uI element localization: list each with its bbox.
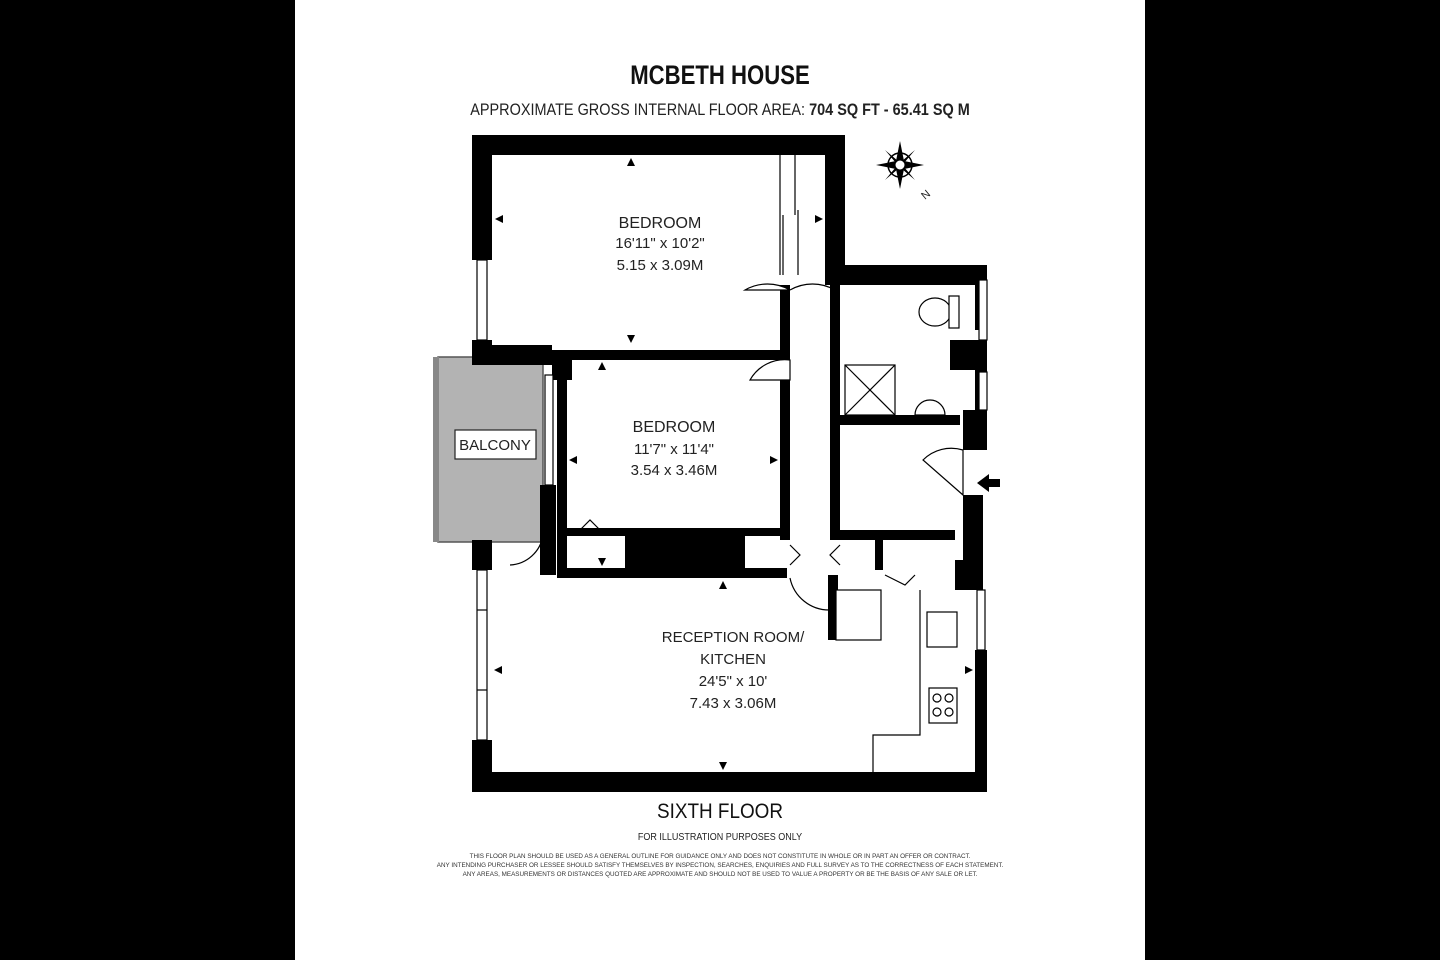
- floor-label: SIXTH FLOOR: [656, 800, 784, 823]
- property-title: MCBETH HOUSE: [630, 60, 810, 90]
- dimension-markers: [494, 158, 973, 770]
- kitchen-fixtures: [835, 589, 958, 772]
- bedroom-2-metric: 3.54 x 3.46M: [631, 462, 718, 479]
- compass-north-label: N: [919, 188, 933, 202]
- floor-area-label: APPROXIMATE GROSS INTERNAL FLOOR AREA:: [470, 100, 806, 119]
- floor-plan-drawing: BALCONY: [433, 135, 1000, 792]
- floor-area-sqft: 704 SQ FT: [809, 100, 880, 119]
- floor-area-separator: -: [883, 100, 889, 119]
- compass-rose-icon: [876, 141, 924, 189]
- windows: [476, 259, 988, 741]
- sink-icon: [926, 611, 958, 648]
- bedroom-1-imperial: 16'11" x 10'2": [615, 235, 705, 252]
- disclaimer-line-3: ANY AREAS, MEASUREMENTS OR DISTANCES QUO…: [462, 871, 978, 878]
- bedroom-1-metric: 5.15 x 3.09M: [617, 257, 704, 274]
- bedroom-1-name: BEDROOM: [619, 215, 702, 232]
- door-swings: [509, 283, 964, 611]
- bedroom-1-wardrobe: [779, 155, 799, 275]
- reception-imperial: 24'5" x 10': [699, 673, 768, 690]
- bedroom-2-imperial: 11'7" x 11'4": [634, 441, 714, 458]
- bedroom-2-name: BEDROOM: [633, 419, 716, 436]
- bathroom-fixtures: [844, 295, 960, 416]
- floor-area-sqm: 65.41 SQ M: [892, 100, 970, 119]
- floor-area-summary: APPROXIMATE GROSS INTERNAL FLOOR AREA: 7…: [359, 100, 1082, 120]
- illustration-note: FOR ILLUSTRATION PURPOSES ONLY: [637, 832, 803, 843]
- cistern-icon: [948, 295, 960, 329]
- basin-icon: [914, 399, 946, 416]
- room-labels: BEDROOM 16'11" x 10'2" 5.15 x 3.09M BEDR…: [615, 215, 805, 712]
- interior-walls: [557, 285, 960, 640]
- balcony-label: BALCONY: [459, 437, 531, 454]
- reception-name-line2: KITCHEN: [700, 651, 766, 668]
- reception-metric: 7.43 x 3.06M: [690, 695, 777, 712]
- balcony: BALCONY: [433, 356, 544, 543]
- hob-icon: [928, 687, 958, 724]
- disclaimer-line-2: ANY INTENDING PURCHASER OR LESSEE SHOULD…: [436, 862, 1004, 869]
- reception-name-line1: RECEPTION ROOM/: [662, 629, 805, 646]
- floor-plan-sheet: MCBETH HOUSE APPROXIMATE GROSS INTERNAL …: [295, 0, 1145, 960]
- disclaimer-line-1: THIS FLOOR PLAN SHOULD BE USED AS A GENE…: [469, 853, 971, 860]
- toilet-icon: [918, 297, 952, 327]
- entrance-arrow-icon: [977, 474, 1000, 492]
